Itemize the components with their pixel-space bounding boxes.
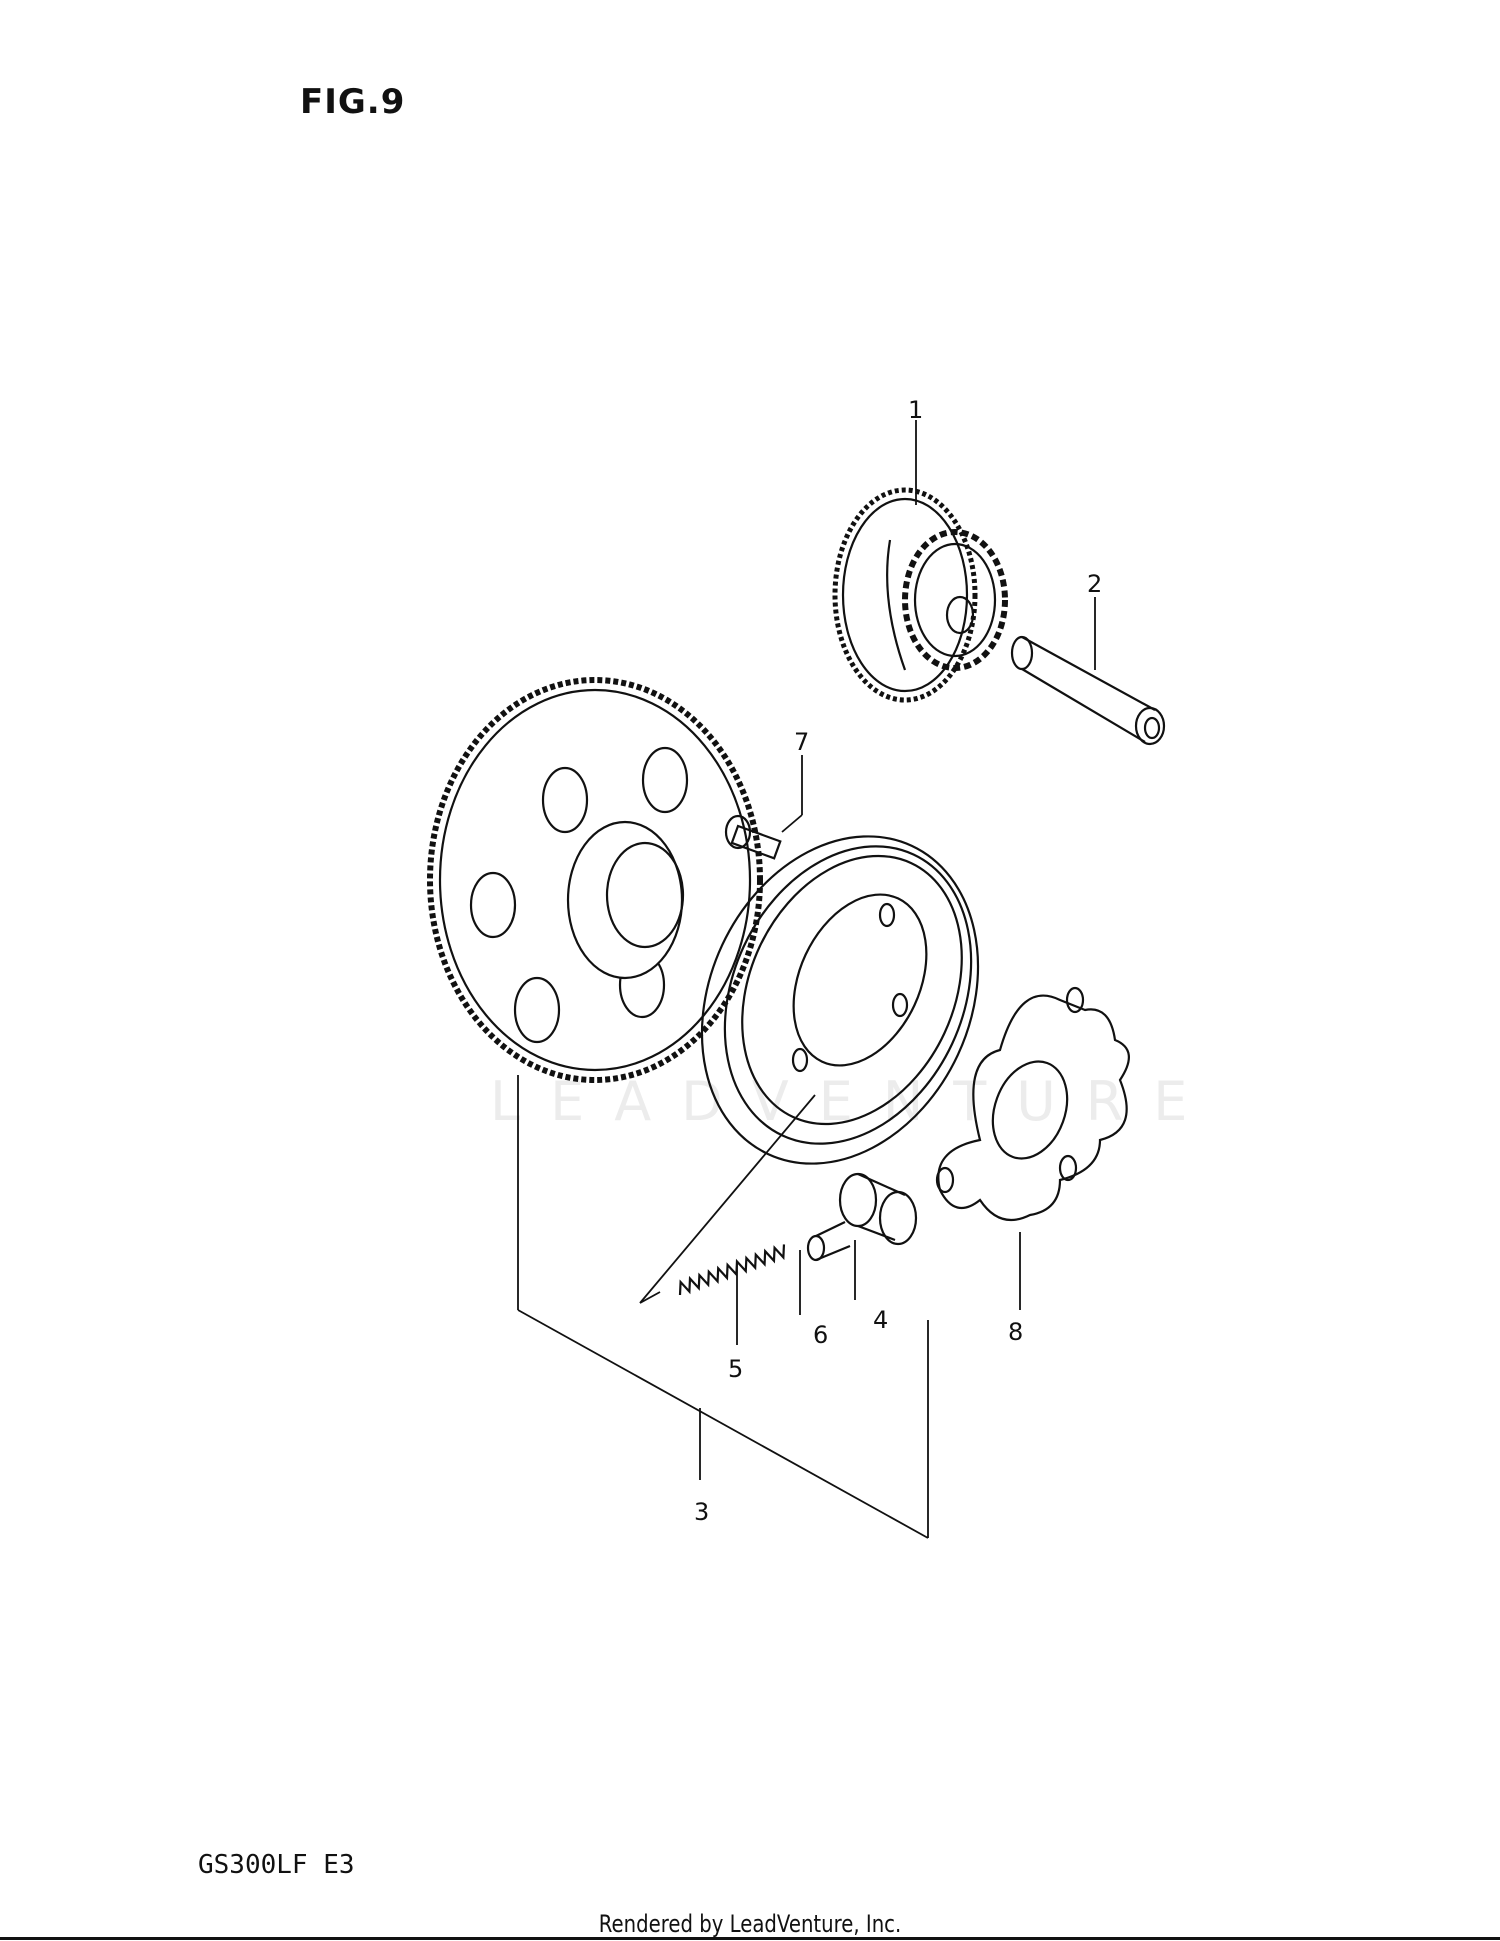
rendered-by-credit: Rendered by LeadVenture, Inc. (598, 1910, 902, 1938)
part-7-bolt[interactable] (724, 814, 782, 860)
callout-5: 5 (728, 1355, 743, 1383)
callout-1: 1 (908, 396, 923, 424)
part-4-roller[interactable] (838, 1172, 918, 1246)
part-3-driven-gear[interactable] (427, 677, 763, 1083)
callout-7: 7 (794, 728, 809, 756)
part-5-spring[interactable] (676, 1244, 788, 1296)
callout-labels: 1 2 3 4 5 6 7 8 (694, 396, 1102, 1526)
part-8-plate[interactable] (935, 986, 1130, 1222)
part-6-pin[interactable] (806, 1221, 851, 1262)
callout-8: 8 (1008, 1318, 1023, 1346)
part-1-idle-gear[interactable] (832, 487, 1008, 703)
callout-6: 6 (813, 1321, 828, 1349)
figure-title: FIG.9 (300, 82, 406, 122)
footer-divider (0, 1937, 1500, 1940)
part-2-shaft[interactable] (1010, 635, 1166, 746)
callout-2: 2 (1087, 570, 1102, 598)
callout-3: 3 (694, 1498, 709, 1526)
callout-4: 4 (873, 1306, 888, 1334)
leader-lines (517, 420, 1096, 1539)
part-3-clutch-body[interactable] (650, 791, 1029, 1209)
model-code: GS300LF E3 (198, 1850, 355, 1880)
